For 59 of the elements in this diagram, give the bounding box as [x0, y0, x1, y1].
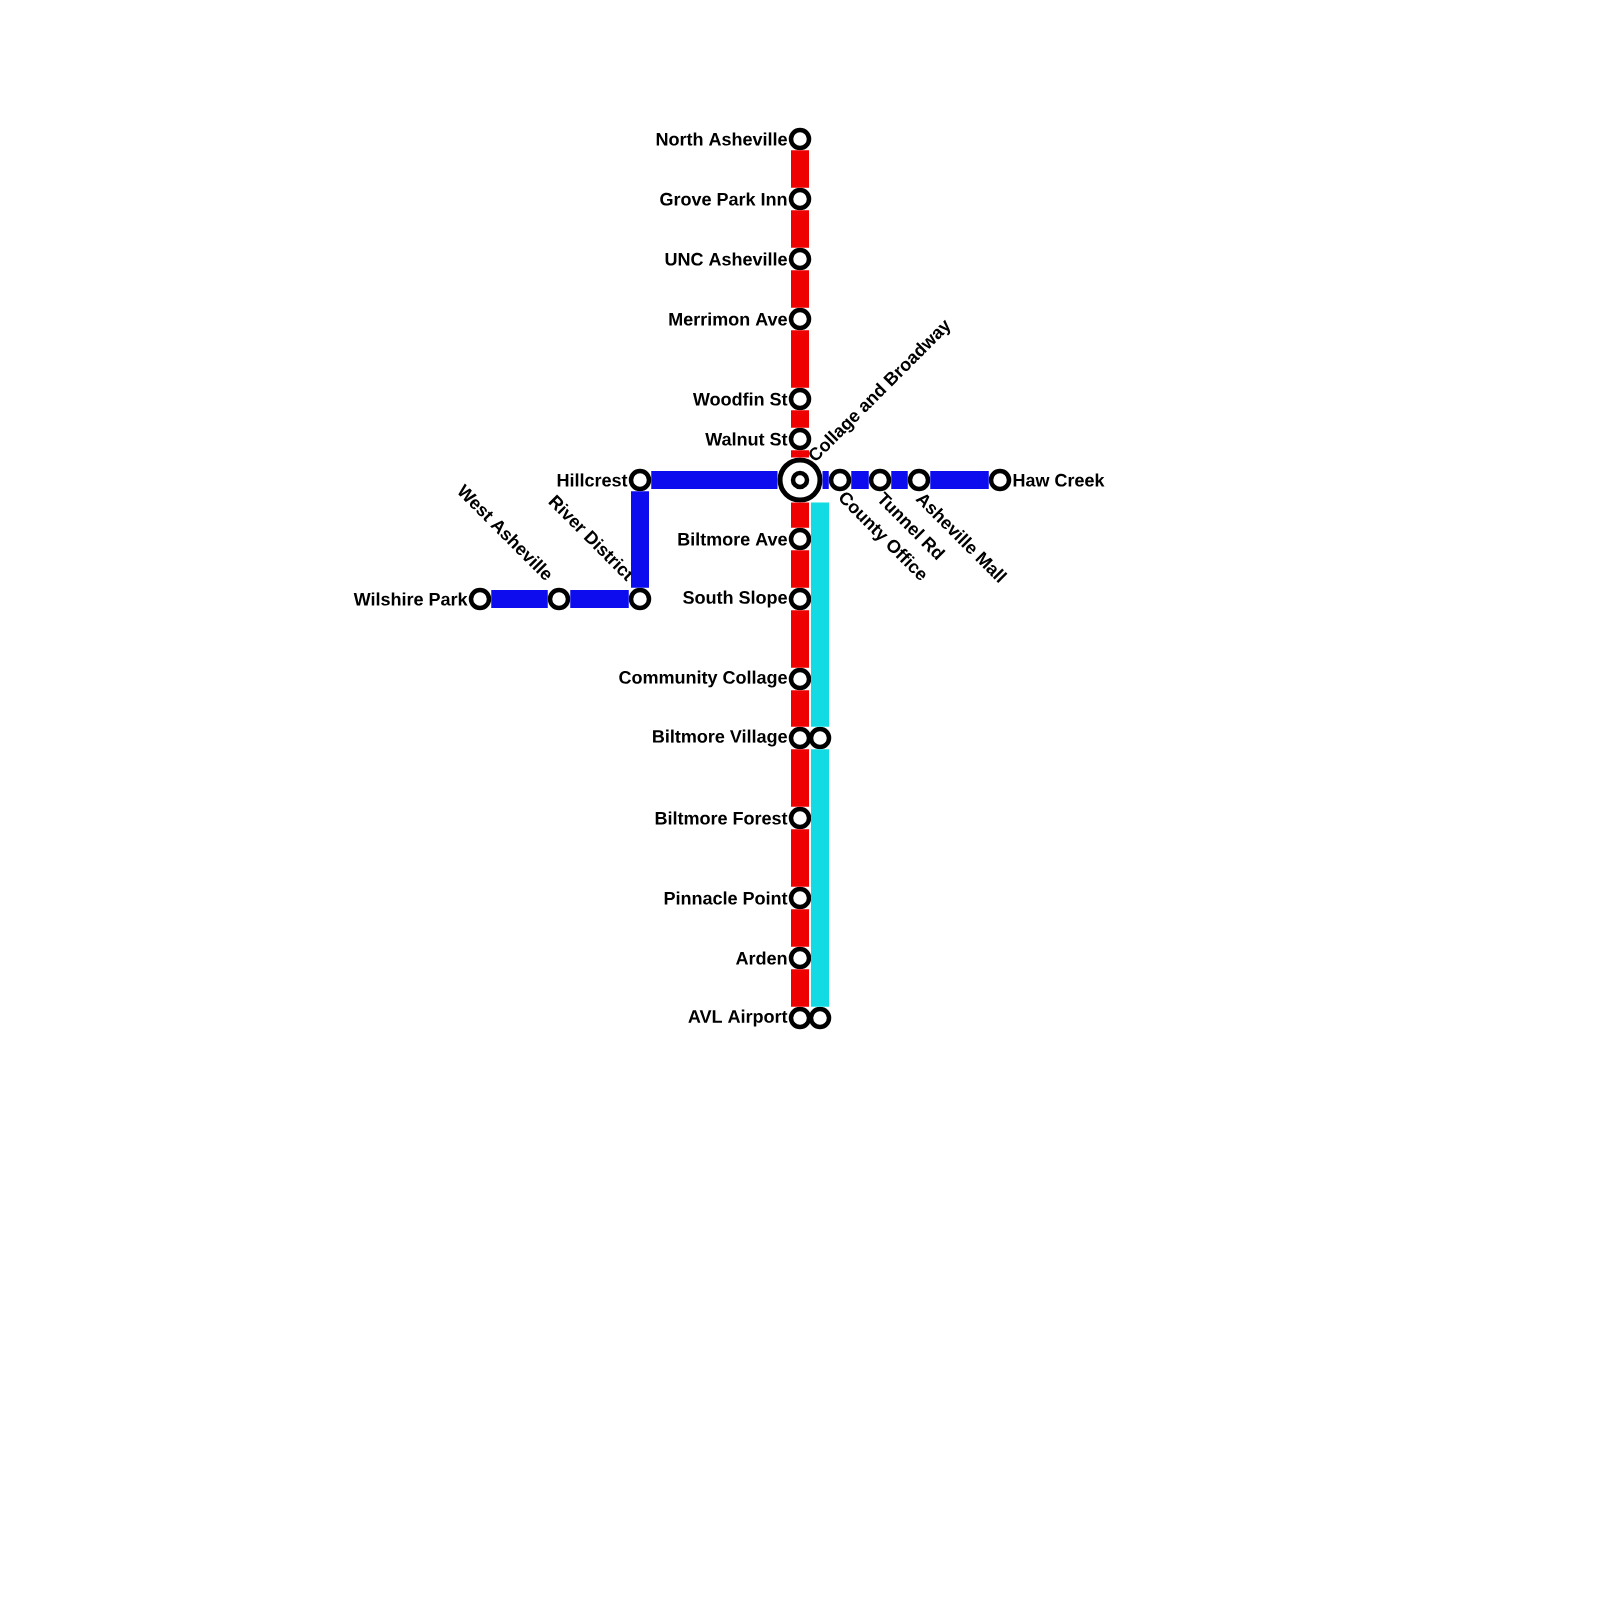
station: Biltmore Village: [653, 726, 812, 750]
node-label: AVL Airport: [688, 1009, 788, 1027]
line-segment: [791, 502, 809, 528]
node-label: Merrimon Ave: [669, 312, 787, 326]
line-segment: [891, 471, 908, 489]
node-label: Pinnacle Point: [664, 891, 788, 905]
station: South Slope: [683, 587, 812, 611]
node-label: Biltmore Forest: [655, 811, 788, 825]
line-segment: [791, 210, 809, 248]
node-label: Biltmore Village: [653, 729, 787, 747]
station: Hillcrest: [557, 468, 652, 492]
line-segment: [791, 969, 809, 1007]
station: Grove Park Inn: [660, 187, 812, 211]
station-marker: [808, 1006, 832, 1030]
line-segment: [791, 410, 809, 428]
node-label: Walnut St: [705, 432, 788, 446]
station: Pinnacle Point: [664, 886, 812, 910]
line-segment: [631, 491, 649, 588]
station-marker: [808, 726, 832, 750]
station: Merrimon Ave: [669, 307, 812, 331]
station: Biltmore Ave: [678, 527, 812, 551]
node-label: Hillcrest: [557, 473, 628, 487]
line-segment: [791, 909, 809, 947]
line-segment: [822, 471, 829, 489]
station: Community Collage: [619, 667, 812, 691]
node-label: Woodfin St: [692, 392, 788, 406]
line-segment: [791, 270, 809, 308]
line-segment: [651, 471, 778, 489]
line-segment: [791, 610, 809, 668]
node-label: Haw Creek: [1013, 473, 1105, 487]
line-segment: [570, 590, 629, 608]
station: Wilshire Park: [353, 587, 492, 611]
line-segment: [811, 749, 829, 1007]
station: Haw Creek: [988, 468, 1105, 492]
node-label: UNC Asheville: [665, 252, 787, 266]
node-label: Wilshire Park: [353, 592, 468, 606]
node-label: North Asheville: [656, 132, 787, 146]
station: Arden: [736, 946, 812, 970]
station: AVL Airport: [688, 1006, 812, 1030]
line-segment: [791, 150, 809, 188]
station: Biltmore Forest: [655, 806, 812, 830]
line-segment: [791, 330, 809, 388]
station: North Asheville: [656, 127, 812, 151]
line-segment: [930, 471, 989, 489]
line-segment: [811, 502, 829, 727]
line-segment: [851, 471, 869, 489]
node-label: South Slope: [683, 590, 787, 608]
line-segment: [791, 749, 809, 807]
node-label: Grove Park Inn: [660, 192, 787, 206]
station: UNC Asheville: [665, 247, 812, 271]
line-segment: [791, 690, 809, 727]
node-label: Arden: [736, 951, 787, 965]
line-segment: [791, 550, 809, 588]
station: Woodfin St: [692, 387, 812, 411]
line-segment: [791, 829, 809, 887]
line-segment: [791, 450, 809, 458]
node-label: Community Collage: [619, 670, 787, 688]
node-label: Biltmore Ave: [678, 532, 787, 546]
line-segment: [491, 590, 548, 608]
